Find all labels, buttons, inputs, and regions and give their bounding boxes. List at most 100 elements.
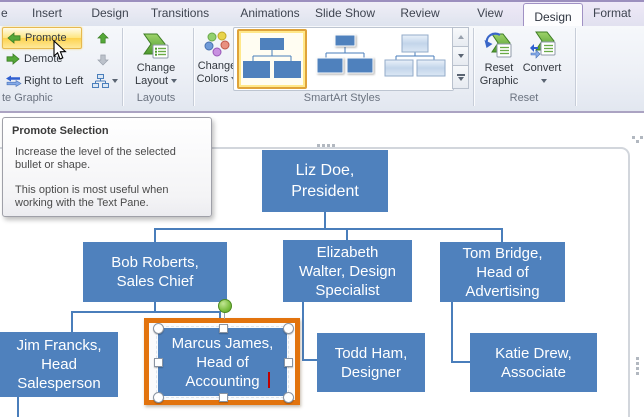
create-graphic-group-label: te Graphic xyxy=(2,92,53,104)
tab-home-partial[interactable]: e xyxy=(1,6,8,20)
smartart-styles-group-label: SmartArt Styles xyxy=(303,92,381,104)
gallery-more-button[interactable] xyxy=(452,65,469,89)
resize-handle-ne[interactable] xyxy=(283,323,294,334)
smartart-styles-gallery xyxy=(233,27,454,91)
connector-row2-bar xyxy=(154,228,503,230)
connector-jim-hang xyxy=(17,397,19,417)
down-arrow-icon xyxy=(457,54,464,58)
tab-view[interactable]: View xyxy=(477,6,503,20)
convert-icon xyxy=(530,31,556,59)
promote-icon xyxy=(7,32,21,44)
tab-insert[interactable]: Insert xyxy=(31,6,63,20)
canvas-corner-handle-dot[interactable] xyxy=(632,136,635,139)
canvas-top-handle-dot[interactable] xyxy=(317,144,320,147)
canvas-right-handle-dot[interactable] xyxy=(636,372,639,375)
connector-row3-bar xyxy=(71,311,221,313)
change-layout-label-2: Layout xyxy=(134,75,169,87)
reset-graphic-button[interactable]: Reset Graphic xyxy=(478,28,520,104)
connector-drop-elizabeth xyxy=(346,230,348,240)
resize-handle-nw[interactable] xyxy=(153,323,164,334)
move-down-icon xyxy=(97,54,109,66)
tab-transitions[interactable]: Transitions xyxy=(150,6,210,20)
canvas-right-handle-dot[interactable] xyxy=(636,357,639,360)
canvas-top-handle-dot[interactable] xyxy=(327,144,330,147)
group-separator xyxy=(575,28,576,106)
tab-format[interactable]: Format xyxy=(592,6,632,20)
tooltip-title: Promote Selection xyxy=(12,125,109,137)
canvas-right-handle-dot[interactable] xyxy=(636,362,639,365)
canvas-right-handle-dot[interactable] xyxy=(636,367,639,370)
org-node-tom-bridge[interactable]: Tom Bridge, Head of Advertising xyxy=(440,242,565,302)
tab-animations[interactable]: Animations xyxy=(240,6,300,20)
org-node-marcus-james-selected[interactable]: Marcus James, Head of Accounting xyxy=(158,328,287,396)
style-thumbnail-3[interactable] xyxy=(383,32,447,84)
move-down-button[interactable] xyxy=(93,50,113,70)
style-thumbnail-2[interactable] xyxy=(314,32,376,84)
gallery-scrollbar xyxy=(452,27,469,89)
canvas-corner-handle-dot[interactable] xyxy=(640,136,643,139)
tooltip-body-1: Increase the level of the selected bulle… xyxy=(15,146,176,171)
rotate-handle-stem xyxy=(224,312,225,319)
connector-drop-marcus xyxy=(219,313,221,319)
layouts-group-label: Layouts xyxy=(136,92,176,104)
promote-tooltip: Promote Selection Increase the level of … xyxy=(2,117,212,217)
resize-handle-s[interactable] xyxy=(219,393,228,402)
canvas-top-handle-dot[interactable] xyxy=(332,144,335,147)
convert-label: Convert xyxy=(522,62,562,74)
tooltip-body-2: This option is most useful when working … xyxy=(15,184,169,209)
gallery-scroll-up-button[interactable] xyxy=(452,27,469,47)
right-to-left-button[interactable]: Right to Left xyxy=(2,71,92,91)
org-node-bob-roberts[interactable]: Bob Roberts, Sales Chief xyxy=(83,242,227,302)
tab-slide-show[interactable]: Slide Show xyxy=(314,6,376,20)
change-colors-button[interactable]: Change Colors xyxy=(196,28,238,104)
reset-graphic-label-2: Graphic xyxy=(479,75,519,87)
promote-label: Promote xyxy=(25,32,67,44)
tab-design[interactable]: Design xyxy=(91,6,129,20)
move-up-button[interactable] xyxy=(93,28,113,48)
tab-review[interactable]: Review xyxy=(400,6,440,20)
convert-button[interactable]: Convert xyxy=(521,28,563,104)
org-node-todd-ham[interactable]: Todd Ham, Designer xyxy=(317,333,425,392)
reset-graphic-icon xyxy=(484,32,512,58)
dropdown-caret-icon xyxy=(112,79,118,83)
org-node-elizabeth-walter[interactable]: Elizabeth Walter, Design Specialist xyxy=(283,240,412,302)
canvas-corner-handle-dot[interactable] xyxy=(636,140,639,143)
resize-handle-n[interactable] xyxy=(219,324,228,333)
connector-elizabeth-elbow-v xyxy=(302,302,304,361)
demote-button[interactable]: Demote xyxy=(2,49,80,69)
layout-picker-button[interactable] xyxy=(92,71,120,91)
connector-tom-elbow-h xyxy=(451,361,471,363)
move-up-icon xyxy=(97,32,109,44)
connector-tom-elbow-v xyxy=(451,302,453,363)
connector-drop-tom xyxy=(501,230,503,242)
connector-elizabeth-elbow-h xyxy=(302,359,318,361)
resize-handle-w[interactable] xyxy=(154,358,163,367)
style-1-org-chart-icon xyxy=(243,38,301,78)
dropdown-caret-icon xyxy=(540,79,547,84)
canvas-top-handle-dot[interactable] xyxy=(322,144,325,147)
rotate-handle[interactable] xyxy=(218,299,232,313)
resize-handle-sw[interactable] xyxy=(153,392,164,403)
connector-drop-bob xyxy=(154,230,156,242)
connector-drop-jim xyxy=(71,313,73,332)
org-node-katie-drew[interactable]: Katie Drew, Associate xyxy=(470,333,597,392)
demote-label: Demote xyxy=(24,53,63,65)
resize-handle-e[interactable] xyxy=(284,358,293,367)
change-layout-button[interactable]: Change Layout xyxy=(128,28,184,104)
org-node-jim-francks[interactable]: Jim Francks, Head Salesperson xyxy=(0,332,118,397)
resize-handle-se[interactable] xyxy=(283,392,294,403)
promote-button[interactable]: Promote xyxy=(2,27,82,49)
change-colors-label-2: Colors xyxy=(196,73,229,85)
change-layout-icon xyxy=(143,33,169,59)
gallery-scroll-down-button[interactable] xyxy=(452,46,469,66)
ribbon-tab-bar: e Insert Design Transitions Animations S… xyxy=(0,0,644,29)
mouse-cursor-icon xyxy=(53,40,67,60)
text-insertion-cursor xyxy=(268,372,270,388)
tab-smartart-design-selected[interactable]: Design xyxy=(523,3,583,29)
style-thumbnail-1-selected[interactable] xyxy=(237,29,307,89)
connector-bob-down xyxy=(154,302,156,312)
org-node-liz-doe[interactable]: Liz Doe, President xyxy=(262,150,388,212)
demote-icon xyxy=(6,53,20,65)
change-layout-label-1: Change xyxy=(136,62,176,74)
